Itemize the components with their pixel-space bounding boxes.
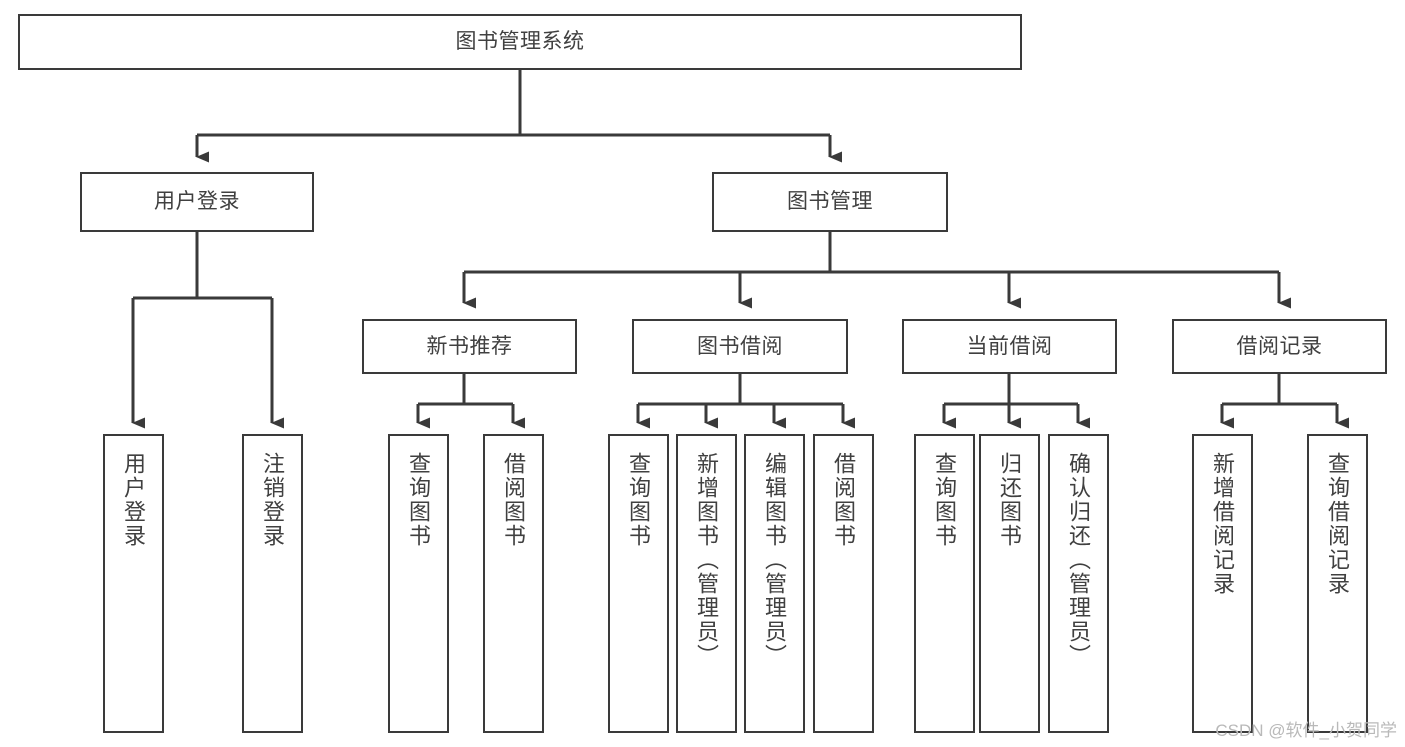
leaf-user-login-1[interactable]: 注销登录 bbox=[242, 434, 303, 733]
node-user-login-label: 用户登录 bbox=[154, 190, 240, 214]
leaf-user-login-1-label: 注销登录 bbox=[260, 452, 286, 548]
node-new-book-recommend[interactable]: 新书推荐 bbox=[362, 319, 577, 374]
leaf-book-borrow-1[interactable]: 新增图书（管理员） bbox=[676, 434, 737, 733]
node-book-borrow-label: 图书借阅 bbox=[697, 334, 783, 358]
node-root[interactable]: 图书管理系统 bbox=[18, 14, 1022, 70]
node-book-borrow[interactable]: 图书借阅 bbox=[632, 319, 848, 374]
leaf-current-borrow-2-label: 确认归还（管理员） bbox=[1066, 452, 1092, 668]
leaf-borrow-record-0-label: 新增借阅记录 bbox=[1210, 452, 1236, 596]
leaf-current-borrow-0-label: 查询图书 bbox=[932, 452, 958, 548]
csdn-watermark: CSDN @软件_小贺同学 bbox=[1215, 721, 1397, 740]
leaf-user-login-0-label: 用户登录 bbox=[121, 452, 147, 548]
leaf-borrow-record-0[interactable]: 新增借阅记录 bbox=[1192, 434, 1253, 733]
leaf-borrow-record-1[interactable]: 查询借阅记录 bbox=[1307, 434, 1368, 733]
leaf-new-book-0-label: 查询图书 bbox=[406, 452, 432, 548]
leaf-new-book-1-label: 借阅图书 bbox=[501, 452, 527, 548]
leaf-book-borrow-2-label: 编辑图书（管理员） bbox=[762, 452, 788, 668]
node-new-book-recommend-label: 新书推荐 bbox=[426, 334, 513, 358]
leaf-current-borrow-2[interactable]: 确认归还（管理员） bbox=[1048, 434, 1109, 733]
node-current-borrow[interactable]: 当前借阅 bbox=[902, 319, 1117, 374]
leaf-book-borrow-3-label: 借阅图书 bbox=[831, 452, 857, 548]
leaf-new-book-0[interactable]: 查询图书 bbox=[388, 434, 449, 733]
leaf-current-borrow-0[interactable]: 查询图书 bbox=[914, 434, 975, 733]
leaf-book-borrow-1-label: 新增图书（管理员） bbox=[694, 452, 720, 668]
leaf-book-borrow-3[interactable]: 借阅图书 bbox=[813, 434, 874, 733]
node-book-management-label: 图书管理 bbox=[787, 190, 873, 214]
node-book-management[interactable]: 图书管理 bbox=[712, 172, 948, 232]
leaf-new-book-1[interactable]: 借阅图书 bbox=[483, 434, 544, 733]
leaf-book-borrow-0-label: 查询图书 bbox=[626, 452, 652, 548]
leaf-book-borrow-0[interactable]: 查询图书 bbox=[608, 434, 669, 733]
leaf-book-borrow-2[interactable]: 编辑图书（管理员） bbox=[744, 434, 805, 733]
node-user-login[interactable]: 用户登录 bbox=[80, 172, 314, 232]
leaf-current-borrow-1[interactable]: 归还图书 bbox=[979, 434, 1040, 733]
node-borrow-record-label: 借阅记录 bbox=[1236, 334, 1323, 358]
leaf-user-login-0[interactable]: 用户登录 bbox=[103, 434, 164, 733]
leaf-current-borrow-1-label: 归还图书 bbox=[997, 452, 1023, 548]
leaf-borrow-record-1-label: 查询借阅记录 bbox=[1325, 452, 1351, 596]
node-root-label: 图书管理系统 bbox=[455, 30, 585, 54]
node-borrow-record[interactable]: 借阅记录 bbox=[1172, 319, 1387, 374]
node-current-borrow-label: 当前借阅 bbox=[966, 334, 1053, 358]
